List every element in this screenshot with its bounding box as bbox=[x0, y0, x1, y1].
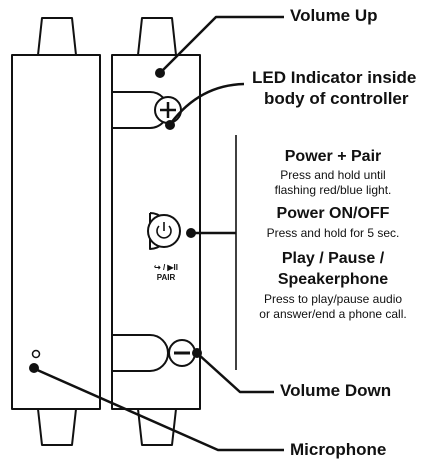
microphone-label: Microphone bbox=[290, 440, 387, 459]
led-indicator-label-line2: body of controller bbox=[264, 89, 409, 108]
power-onoff-desc: Press and hold for 5 sec. bbox=[266, 226, 400, 240]
plus-icon bbox=[160, 102, 176, 118]
microphone-dot bbox=[29, 363, 39, 373]
left-top-cap bbox=[37, 17, 77, 56]
call-play-symbol-label: ↪ / ▶II bbox=[154, 263, 178, 272]
play-pause-title-line1: Play / Pause / bbox=[281, 250, 385, 267]
microphone-leader bbox=[34, 367, 284, 452]
right-top-cap bbox=[137, 17, 177, 56]
pair-symbol-label: PAIR bbox=[156, 273, 176, 282]
volume-down-label: Volume Down bbox=[280, 381, 392, 400]
play-pause-desc-line2: or answer/end a phone call. bbox=[259, 307, 407, 321]
power-pair-desc-line1: Press and hold until bbox=[280, 168, 386, 182]
led-dot bbox=[165, 120, 175, 130]
power-dot bbox=[186, 228, 196, 238]
play-pause-title-line2: Speakerphone bbox=[277, 271, 389, 288]
play-pause-desc-line1: Press to play/pause audio bbox=[263, 292, 403, 306]
volume-down-dot bbox=[192, 348, 202, 358]
power-icon bbox=[156, 222, 172, 239]
microphone-hole bbox=[31, 349, 41, 359]
power-pair-title: Power + Pair bbox=[284, 148, 382, 165]
right-bottom-cap bbox=[137, 408, 177, 446]
volume-up-dot bbox=[155, 68, 165, 78]
power-pair-desc-line2: flashing red/blue light. bbox=[274, 183, 392, 197]
left-bottom-cap bbox=[37, 408, 77, 446]
volume-down-leader bbox=[197, 353, 274, 394]
left-controller-body bbox=[11, 54, 101, 410]
led-leader bbox=[170, 82, 245, 124]
power-onoff-title: Power ON/OFF bbox=[276, 205, 390, 222]
volume-up-leader bbox=[160, 15, 284, 73]
volume-up-label: Volume Up bbox=[290, 6, 378, 25]
led-indicator-label-line1: LED Indicator inside bbox=[252, 68, 417, 87]
